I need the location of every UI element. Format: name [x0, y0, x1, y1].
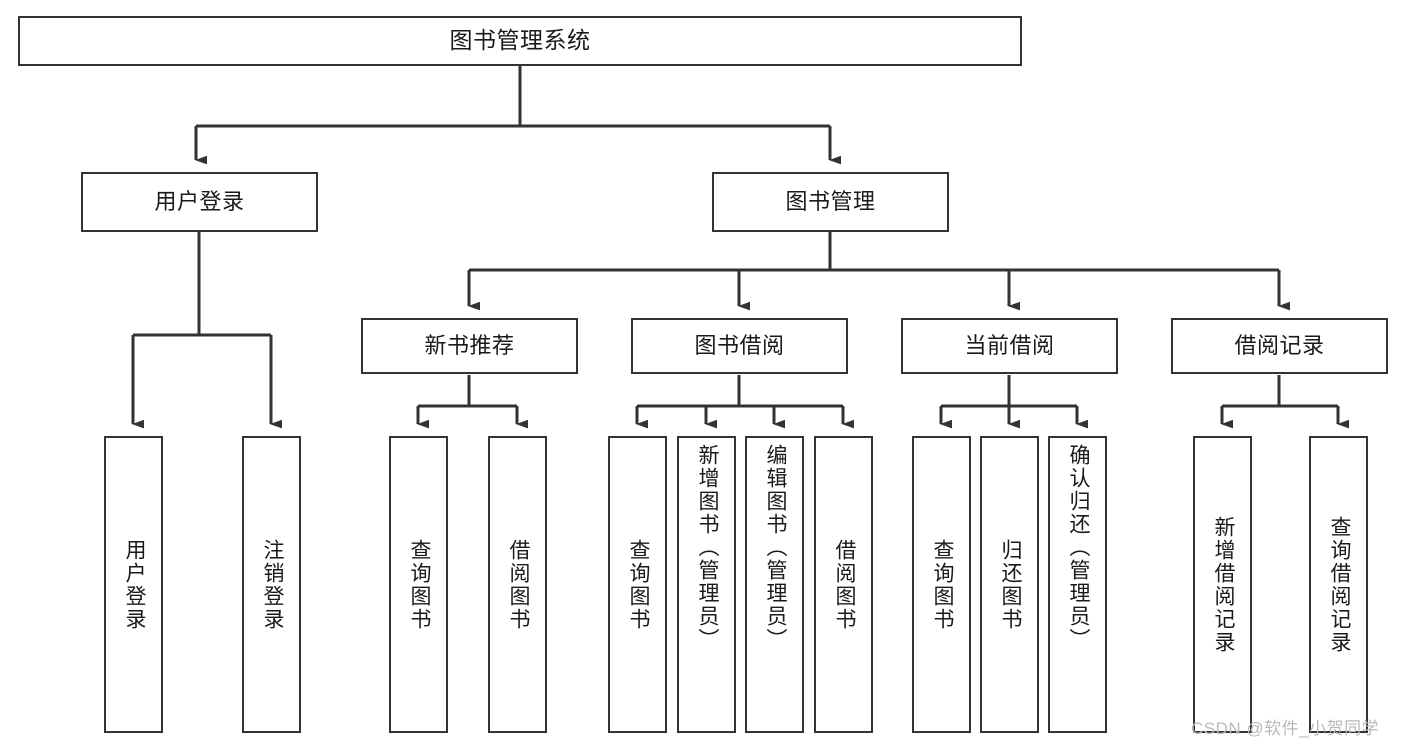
leaf-confirm-return-admin[interactable]: 确认归还（管理员）: [1048, 436, 1107, 733]
node-label: 图书借阅: [694, 332, 785, 358]
leaf-label: 查询图书: [930, 538, 954, 631]
node-label: 当前借阅: [964, 332, 1055, 358]
leaf-query-borrow-record[interactable]: 查询借阅记录: [1309, 436, 1368, 733]
leaf-label: 编辑图书（管理员）: [763, 444, 787, 651]
leaf-label: 注销登录: [260, 538, 284, 631]
leaf-user-login[interactable]: 用户登录: [104, 436, 163, 733]
leaf-borrow-book[interactable]: 借阅图书: [814, 436, 873, 733]
leaf-edit-book-admin[interactable]: 编辑图书（管理员）: [745, 436, 804, 733]
node-label: 图书管理系统: [449, 27, 591, 54]
node-user-login[interactable]: 用户登录: [81, 172, 318, 232]
leaf-query-book-current[interactable]: 查询图书: [912, 436, 971, 733]
node-book-management[interactable]: 图书管理: [712, 172, 949, 232]
node-new-book-recommend[interactable]: 新书推荐: [361, 318, 578, 374]
node-label: 图书管理: [785, 188, 876, 214]
leaf-label: 归还图书: [998, 538, 1022, 631]
leaf-user-logout[interactable]: 注销登录: [242, 436, 301, 733]
node-current-borrow[interactable]: 当前借阅: [901, 318, 1118, 374]
leaf-label: 查询图书: [407, 538, 431, 631]
node-label: 用户登录: [154, 188, 245, 214]
leaf-label: 新增借阅记录: [1211, 515, 1235, 654]
node-book-borrow[interactable]: 图书借阅: [631, 318, 848, 374]
leaf-label: 查询借阅记录: [1327, 515, 1351, 654]
leaf-query-book-recommend[interactable]: 查询图书: [389, 436, 448, 733]
leaf-label: 新增图书（管理员）: [695, 444, 719, 651]
leaf-label: 查询图书: [626, 538, 650, 631]
node-label: 借阅记录: [1234, 332, 1325, 358]
leaf-query-book-borrow[interactable]: 查询图书: [608, 436, 667, 733]
node-root-system[interactable]: 图书管理系统: [18, 16, 1022, 66]
leaf-label: 借阅图书: [506, 538, 530, 631]
leaf-label: 确认归还（管理员）: [1066, 444, 1090, 651]
leaf-add-book-admin[interactable]: 新增图书（管理员）: [677, 436, 736, 733]
leaf-borrow-book-recommend[interactable]: 借阅图书: [488, 436, 547, 733]
node-borrow-record[interactable]: 借阅记录: [1171, 318, 1388, 374]
node-label: 新书推荐: [424, 332, 515, 358]
csdn-watermark: CSDN @软件_小贺同学: [1191, 719, 1380, 738]
leaf-return-book[interactable]: 归还图书: [980, 436, 1039, 733]
leaf-add-borrow-record[interactable]: 新增借阅记录: [1193, 436, 1252, 733]
leaf-label: 用户登录: [122, 538, 146, 631]
leaf-label: 借阅图书: [832, 538, 856, 631]
